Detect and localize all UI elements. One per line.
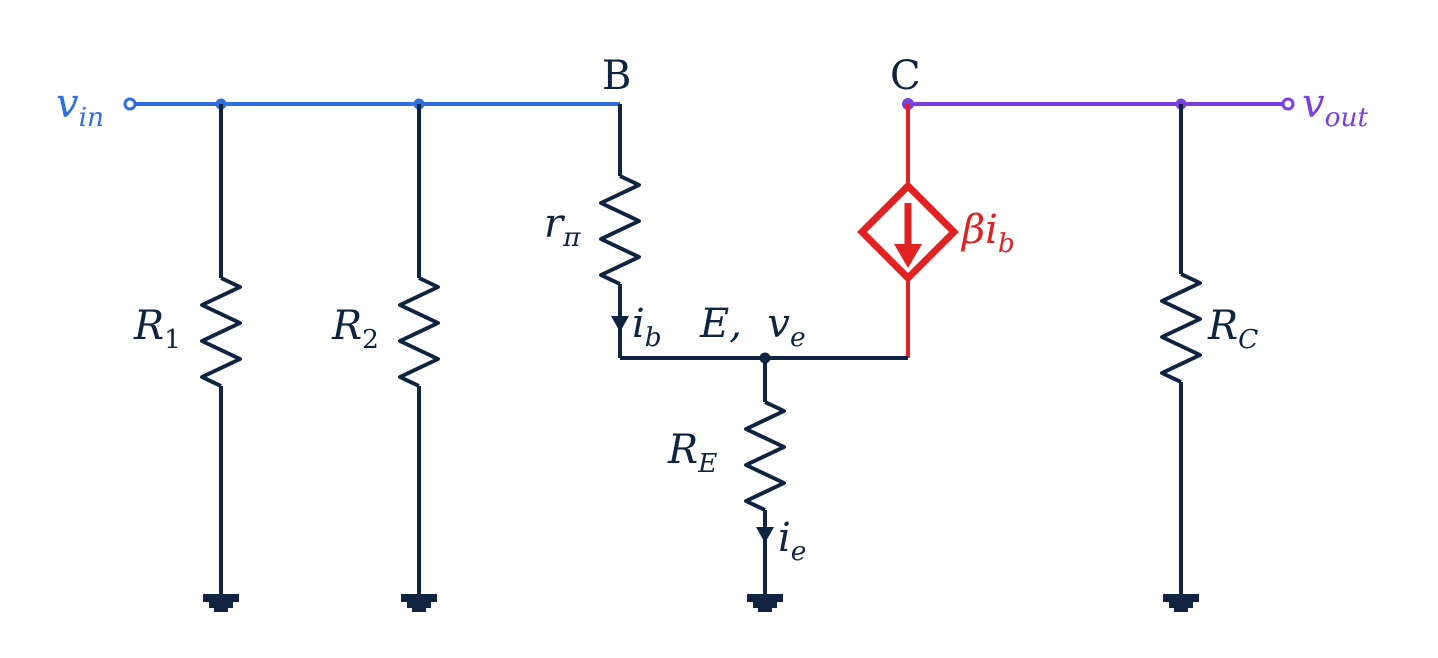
label-r1: R1 <box>134 303 181 356</box>
resistor-rc <box>1160 272 1202 384</box>
label-ib: ib <box>632 301 662 354</box>
ground-icon-r1 <box>203 594 239 612</box>
label-dependent-source: βib <box>962 207 1015 260</box>
node-label-collector: C <box>890 53 921 99</box>
label-rc: RC <box>1208 303 1259 356</box>
ie-arrow-icon <box>756 527 774 543</box>
input-port-label: vin <box>56 81 105 134</box>
output-port-label: vout <box>1302 81 1369 134</box>
source-arrow-icon <box>894 203 922 268</box>
input-terminal <box>123 97 137 111</box>
resistor-re <box>744 400 786 512</box>
ground-icon-r2 <box>401 594 437 612</box>
label-ie: ie <box>778 515 807 568</box>
label-re: RE <box>668 427 718 480</box>
label-emitter-node: E, ve <box>700 301 806 354</box>
resistor-r2 <box>398 276 440 388</box>
output-terminal <box>1281 97 1295 111</box>
resistor-r1 <box>200 276 242 388</box>
node-label-base: B <box>602 53 632 99</box>
ground-icons <box>203 594 1199 612</box>
label-r2: R2 <box>332 303 379 356</box>
ground-icon-re <box>747 594 783 612</box>
ib-arrow-icon <box>611 316 629 332</box>
resistor-rpi <box>599 174 641 286</box>
dark-wires <box>200 104 1202 596</box>
ground-icon-rc <box>1163 594 1199 612</box>
label-rpi: rπ <box>544 201 581 254</box>
